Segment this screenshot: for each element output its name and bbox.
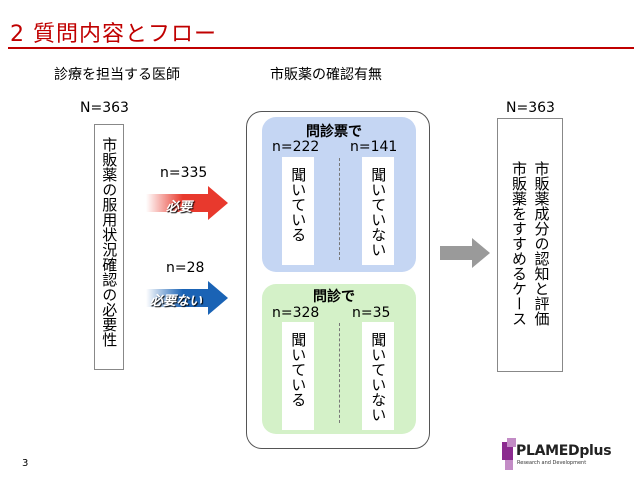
interview-asked-count: n=328 xyxy=(272,305,320,321)
left-question-text: 市販薬の服用状況確認の必要性 xyxy=(100,137,119,347)
not-needed-label: 必要ない xyxy=(150,294,203,309)
questionnaire-not-asked-count: n=141 xyxy=(350,139,398,155)
right-question-line-1: 市販薬成分の認知と評価 xyxy=(532,161,551,326)
not-needed-arrow xyxy=(146,281,228,315)
middle-column-header: 市販薬の確認有無 xyxy=(270,67,382,83)
questionnaire-not-asked-text: 聞いていない xyxy=(369,167,388,257)
questionnaire-asked-count: n=222 xyxy=(272,139,320,155)
interview-panel-title: 問診で xyxy=(313,289,355,305)
interview-not-asked-text: 聞いていない xyxy=(369,332,388,422)
left-column-header: 診療を担当する医師 xyxy=(54,67,180,83)
questionnaire-asked-text: 聞いている xyxy=(289,167,308,242)
right-question-line-2: 市販薬をすすめるケース xyxy=(510,161,528,326)
questionnaire-divider xyxy=(339,158,340,260)
title-underline xyxy=(8,47,634,49)
needed-count: n=335 xyxy=(160,165,208,181)
logo-name: PLAMEDplus xyxy=(516,443,612,459)
needed-arrow xyxy=(146,186,228,220)
page-number: 3 xyxy=(22,458,29,469)
right-sample-size: N=363 xyxy=(506,100,555,116)
interview-not-asked-box: 聞いていない xyxy=(362,322,394,430)
right-question-box: 市販薬成分の認知と評価 市販薬をすすめるケース xyxy=(497,118,563,372)
interview-asked-box: 聞いている xyxy=(282,322,314,430)
interview-not-asked-count: n=35 xyxy=(352,305,391,321)
logo-subtitle: Research and Development xyxy=(517,460,587,466)
left-question-box: 市販薬の服用状況確認の必要性 xyxy=(94,124,124,370)
confirmation-group-box xyxy=(246,111,430,449)
questionnaire-panel-title: 問診票で xyxy=(306,124,362,140)
questionnaire-asked-box: 聞いている xyxy=(282,157,314,265)
interview-divider xyxy=(339,323,340,423)
not-needed-count: n=28 xyxy=(166,260,205,276)
needed-label: 必要 xyxy=(166,200,193,215)
interview-asked-text: 聞いている xyxy=(289,332,308,407)
flow-arrow xyxy=(440,238,490,268)
slide-title: 2 質問内容とフロー xyxy=(10,22,217,47)
plamed-logo-icon xyxy=(502,438,516,470)
left-sample-size: N=363 xyxy=(80,100,129,116)
questionnaire-not-asked-box: 聞いていない xyxy=(362,157,394,265)
